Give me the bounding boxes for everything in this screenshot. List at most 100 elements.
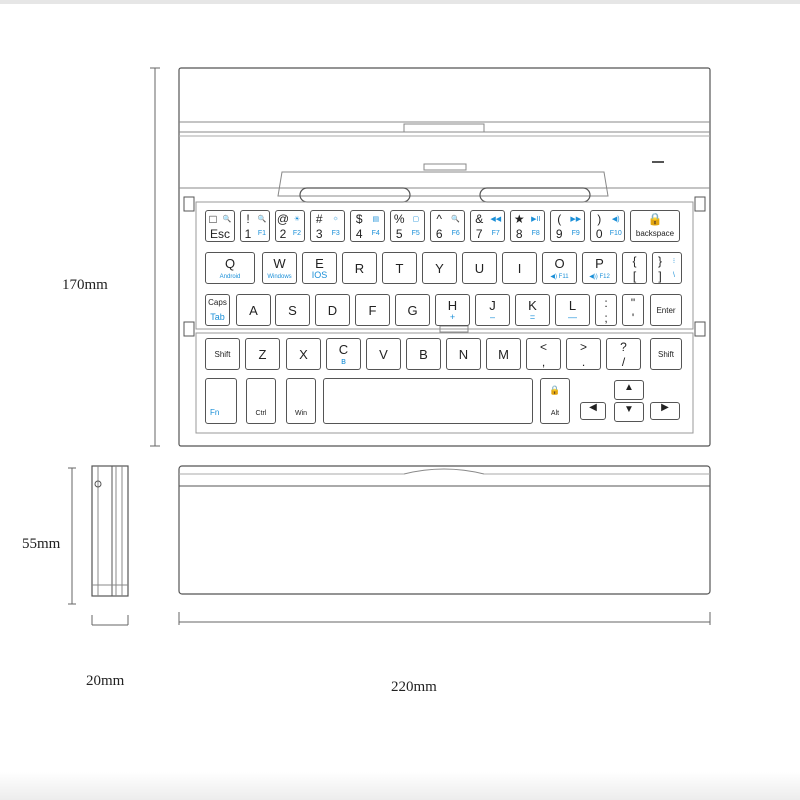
key-top-legend: □🔍 (206, 211, 234, 226)
key-l[interactable]: L— (555, 294, 590, 326)
key-top-char: < (539, 339, 547, 354)
thickness-dimension-label: 20mm (86, 673, 125, 689)
key-bottom-legend: , (527, 354, 560, 369)
key-s[interactable]: S (275, 294, 310, 326)
key-alt[interactable]: 🔒Alt (540, 378, 570, 424)
key-row5-7[interactable]: ▼ (614, 402, 644, 422)
key-top-fn: ⁝ (672, 257, 676, 265)
key-h[interactable]: H+ (435, 294, 470, 326)
key-top-fn: ☀ (293, 215, 301, 223)
key-x[interactable]: X (286, 338, 321, 370)
key-key[interactable] (323, 378, 533, 424)
key-bottom-char: 3 (315, 226, 323, 241)
key-top-legend: !🔍 (241, 211, 269, 226)
key-t[interactable]: T (382, 252, 417, 284)
key-main-legend: G (407, 302, 418, 318)
key-row5-8[interactable]: ▶ (650, 402, 680, 420)
key-p[interactable]: P◀)) F12 (582, 252, 617, 284)
key-k[interactable]: K= (515, 294, 550, 326)
key-row4-10[interactable]: ?/ (606, 338, 641, 370)
key-top-char: " (630, 295, 636, 310)
key-row2-10[interactable]: {[ (622, 252, 647, 284)
key-d[interactable]: D (315, 294, 350, 326)
key-main-legend: Y (435, 260, 444, 276)
key-z[interactable]: Z (245, 338, 280, 370)
key-b[interactable]: B (406, 338, 441, 370)
key-o[interactable]: O◀) F11 (542, 252, 577, 284)
key-top-char: □ (209, 211, 217, 226)
key-top-fn: 🔍 (257, 215, 267, 223)
key-bottom-char: 0 (595, 226, 603, 241)
key-fn[interactable]: Fn (205, 378, 237, 424)
key-row4-9[interactable]: >. (566, 338, 601, 370)
key-main-legend: ◀ (589, 402, 597, 413)
key-top-legend: : (596, 295, 616, 310)
key-top-legend: ^🔍 (431, 211, 464, 226)
key-main-legend: P (595, 256, 604, 271)
key-esc[interactable]: □🔍Esc (205, 210, 235, 242)
key-bottom-char: ' (631, 310, 635, 325)
key-top-legend: #☼ (311, 211, 344, 226)
key-top-legend: < (527, 339, 560, 354)
key-g[interactable]: G (395, 294, 430, 326)
key-win[interactable]: Win (286, 378, 316, 424)
key-bottom-legend: ]\ (653, 268, 681, 283)
key-bottom-char: , (541, 354, 546, 369)
key-row3-10[interactable]: :; (595, 294, 617, 326)
key-row4-8[interactable]: <, (526, 338, 561, 370)
key-r[interactable]: R (342, 252, 377, 284)
key-bottom-fn: F6 (451, 230, 460, 237)
key-enter[interactable]: Enter (650, 294, 682, 326)
key-v[interactable]: V (366, 338, 401, 370)
key-f[interactable]: F (355, 294, 390, 326)
key-m[interactable]: M (486, 338, 521, 370)
key-backspace[interactable]: 🔒backspace (630, 210, 680, 242)
key-row3-11[interactable]: "' (622, 294, 644, 326)
key-row5-6[interactable]: ◀ (580, 402, 606, 420)
key-a[interactable]: A (236, 294, 271, 326)
key-main-legend: M (498, 346, 509, 362)
key-j[interactable]: J– (475, 294, 510, 326)
key-sub-legend: ◀) F11 (550, 274, 569, 280)
key-u[interactable]: U (462, 252, 497, 284)
key-top-legend: &◀◀ (471, 211, 504, 226)
bottom-fade (0, 772, 800, 800)
key-i[interactable]: I (502, 252, 537, 284)
key-main-legend: J (489, 298, 496, 313)
key-top-legend: }⁝ (653, 253, 681, 268)
key-top-legend: { (623, 253, 646, 268)
key-main-legend: Fn (210, 408, 220, 417)
key-shift[interactable]: Shift (205, 338, 240, 370)
key-bottom-char: 7 (475, 226, 483, 241)
key-row2-11[interactable]: }⁝]\ (652, 252, 682, 284)
key-sub-legend: Windows (267, 274, 292, 280)
key-shift[interactable]: Shift (650, 338, 682, 370)
key-y[interactable]: Y (422, 252, 457, 284)
key-bottom-char: 8 (515, 226, 523, 241)
key-top-legend: (▶▶ (551, 211, 584, 226)
key-row5-5[interactable]: ▲ (614, 380, 644, 400)
key-n[interactable]: N (446, 338, 481, 370)
key-ctrl[interactable]: Ctrl (246, 378, 276, 424)
